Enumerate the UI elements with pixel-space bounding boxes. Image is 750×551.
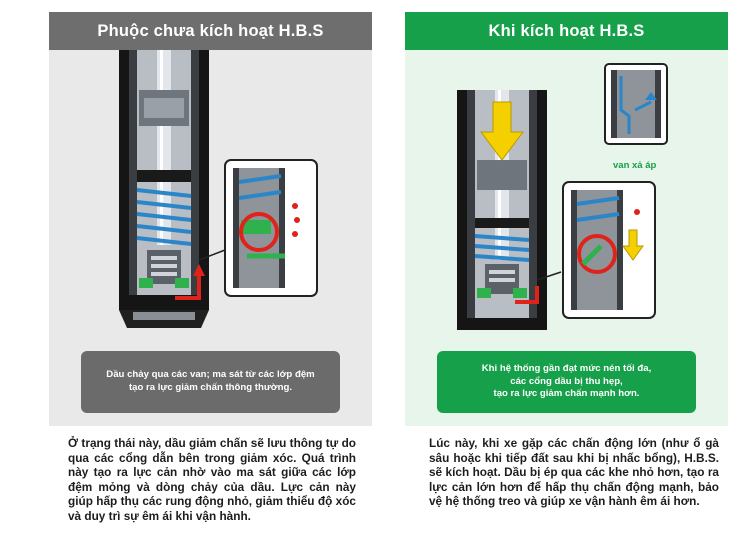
compression-arrow bbox=[480, 101, 524, 161]
zoom-connector bbox=[198, 249, 226, 261]
inset-highlight-circle bbox=[577, 234, 617, 274]
inset-down-arrow bbox=[622, 229, 644, 261]
active-description: Lúc này, khi xe gặp các chấn động lớn (n… bbox=[429, 436, 719, 509]
shock-absorber-body bbox=[119, 50, 209, 328]
valve-assembly bbox=[477, 264, 539, 304]
zoom-connector bbox=[536, 271, 562, 281]
spring-coil bbox=[474, 234, 530, 262]
inactive-shock-illustration bbox=[119, 50, 318, 328]
inactive-panel: Phuộc chưa kích hoạt H.B.S bbox=[49, 12, 372, 426]
oil-flow-arrowhead bbox=[193, 264, 205, 276]
active-caption: Khi hệ thống gần đạt mức nén tối đa, các… bbox=[437, 351, 696, 413]
inactive-description: Ở trạng thái này, dầu giảm chấn sẽ lưu t… bbox=[68, 436, 356, 523]
zoom-inset bbox=[224, 159, 318, 297]
oil-flow-arrow bbox=[175, 274, 201, 300]
inactive-caption: Dầu chảy qua các van; ma sát từ các lớp … bbox=[81, 351, 340, 413]
inactive-panel-title: Phuộc chưa kích hoạt H.B.S bbox=[49, 12, 372, 50]
active-panel-title: Khi kích hoạt H.B.S bbox=[405, 12, 728, 50]
active-shock-illustration bbox=[457, 63, 668, 330]
relief-valve-inset bbox=[604, 63, 668, 145]
zoom-inset bbox=[562, 181, 656, 319]
spring-coil bbox=[136, 188, 192, 246]
relief-valve-label: van xả áp bbox=[613, 160, 657, 171]
active-panel: Khi kích hoạt H.B.S bbox=[405, 12, 728, 426]
valve-assembly bbox=[139, 250, 189, 288]
inset-highlight-circle bbox=[239, 212, 279, 252]
